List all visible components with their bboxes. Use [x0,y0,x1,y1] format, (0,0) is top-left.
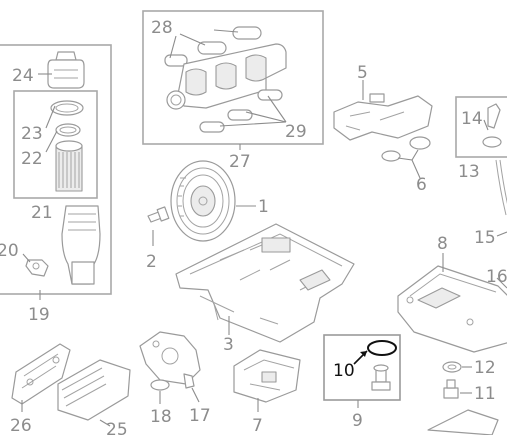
part-14-sensor[interactable] [482,103,502,148]
group-27-box [142,10,324,145]
callout-16: 16 [486,267,507,287]
callout-27: 27 [229,152,251,172]
part-23-o-ring[interactable] [50,100,84,116]
group-21-box [13,90,98,199]
callout-18: 18 [150,407,172,427]
part-2-bolt[interactable] [147,206,170,223]
callout-26: 26 [10,416,32,435]
part-26-gasket[interactable] [11,343,71,405]
manifold-body[interactable] [166,43,287,110]
group-19-box [0,44,112,295]
callout-17: 17 [189,406,211,426]
callout-21: 21 [31,203,53,223]
callout-29: 29 [285,122,307,142]
callout-2: 2 [146,252,157,272]
callout-labels: 1 2 3 5 6 7 8 9 10 11 12 13 14 15 16 17 … [0,18,507,435]
callout-13: 13 [458,162,480,182]
part-11-drain-plug[interactable] [443,379,459,399]
part-12-washer[interactable] [442,361,462,373]
part-7-bracket[interactable] [233,349,301,403]
callout-12: 12 [474,358,496,378]
part-10-o-ring[interactable] [367,340,397,356]
callout-10: 10 [333,361,355,381]
part-22-seal[interactable] [55,123,81,137]
callout-22: 22 [21,149,43,169]
group-9-box [323,334,401,401]
callout-9: 9 [352,411,363,431]
part-24-filter-cap[interactable] [47,51,85,89]
part-8-oil-pan-lower[interactable] [397,265,507,353]
callout-24: 24 [12,66,34,86]
group-27-intake-manifold [142,10,324,150]
part-25-oil-cooler[interactable] [57,359,131,421]
oil-level-sensor-body[interactable] [371,364,391,391]
part-20-bracket[interactable] [25,259,49,277]
callout-20: 20 [0,241,19,261]
filter-housing[interactable] [61,205,101,285]
callout-15: 15 [474,228,496,248]
part-15-dipstick[interactable] [495,159,507,216]
group-19-oil-filter-assembly [0,44,112,300]
callout-8: 8 [437,234,448,254]
part-3-oil-pan-upper[interactable] [175,223,355,343]
group-13-box [455,96,507,158]
callout-11: 11 [474,384,496,404]
group-9-oil-level-sensor [323,334,401,401]
callout-1: 1 [258,197,269,217]
part-17-oil-pump-module[interactable] [139,331,201,389]
part-4-gasket[interactable] [427,409,499,435]
callout-5: 5 [357,63,368,83]
part-5-cover[interactable] [333,93,433,141]
part-1-crankshaft-pulley[interactable] [170,160,236,242]
callout-25: 25 [106,420,128,435]
callout-28: 28 [151,18,173,38]
callout-19: 19 [28,305,50,325]
callout-23: 23 [21,124,43,144]
group-13-sensor [455,96,507,158]
callout-6: 6 [416,175,427,195]
callout-14: 14 [461,109,483,129]
callout-3: 3 [223,335,234,355]
callout-7: 7 [252,416,263,435]
part-6-seals[interactable] [381,136,431,162]
part-18-o-ring[interactable] [150,379,170,391]
filter-element[interactable] [55,140,83,192]
